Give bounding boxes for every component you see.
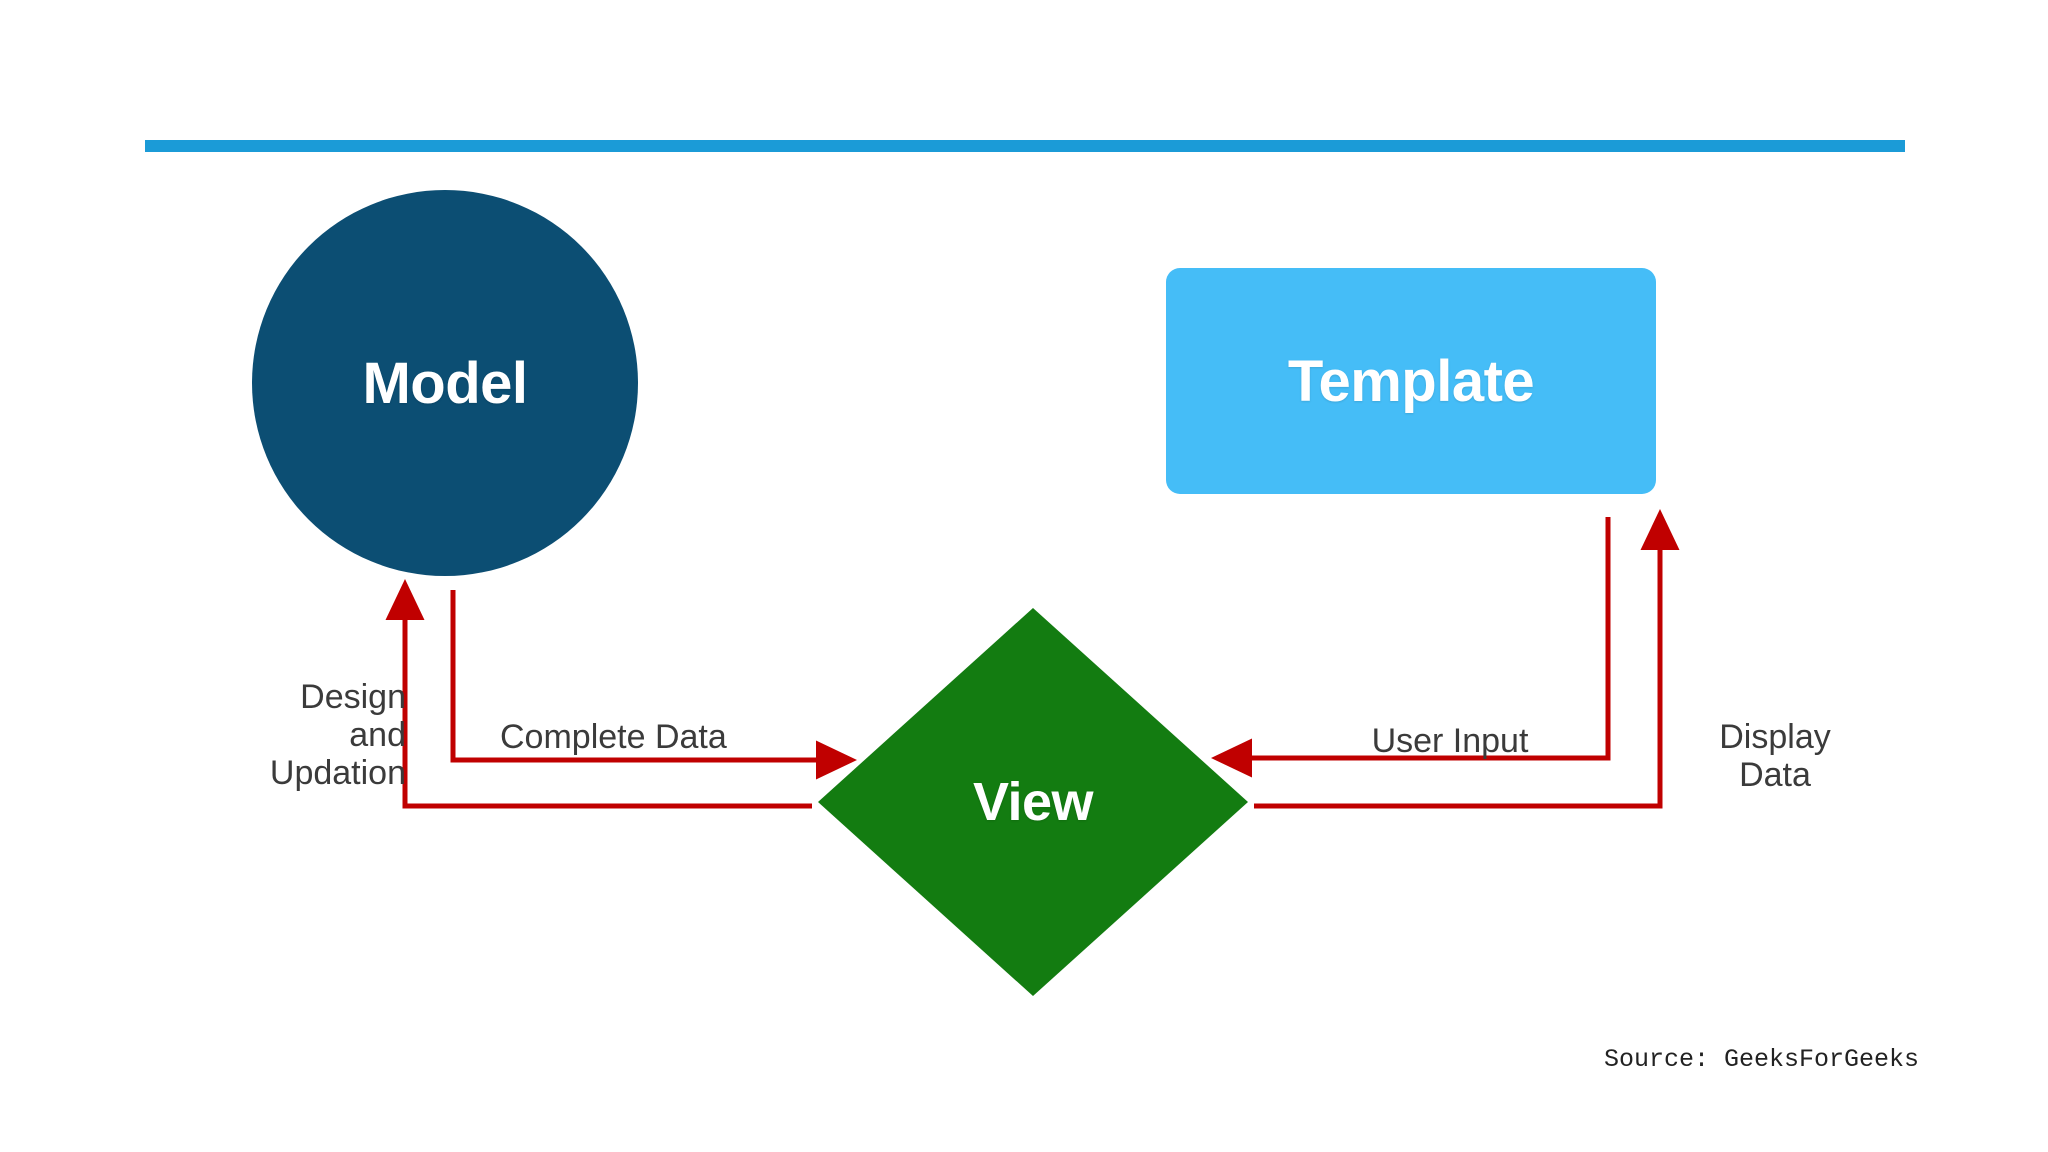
view-diamond-shape [818, 608, 1248, 996]
node-view[interactable] [818, 608, 1248, 996]
edge-display-data-wire [1254, 508, 1680, 809]
edge-label-display-data: Display Data [1719, 718, 1831, 795]
edge-label-design-and-updation: Design and Updation [269, 678, 406, 793]
node-model[interactable] [252, 190, 638, 576]
edge-label-user-input: User Input [1371, 722, 1529, 760]
edge-design-updation-wire [385, 578, 812, 809]
source-note: Source: GeeksForGeeks [1604, 1045, 1920, 1074]
edge-user-input-wire [1210, 517, 1611, 778]
top-accent-bar [145, 140, 1905, 152]
edge-complete-data-wire [450, 590, 858, 780]
edge-label-complete-data: Complete Data [500, 718, 727, 756]
node-template[interactable] [1166, 268, 1656, 494]
